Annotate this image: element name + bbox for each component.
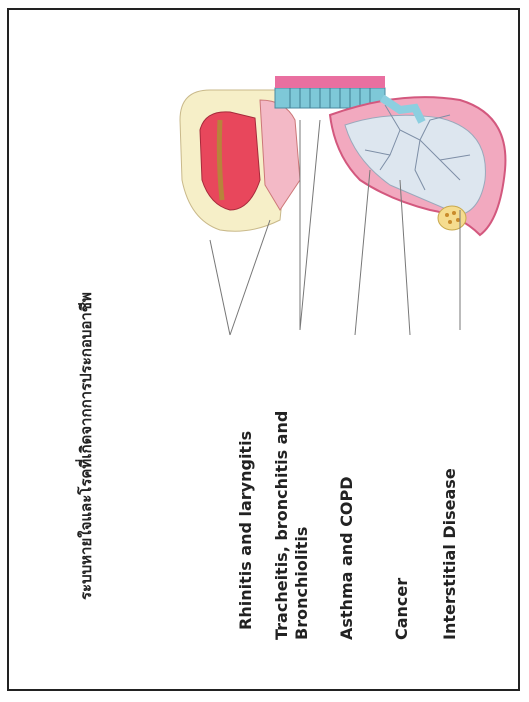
label-cancer: Cancer <box>392 578 411 640</box>
label-asthma: Asthma and COPD <box>337 476 356 640</box>
esophagus <box>275 76 385 88</box>
slide-title: ระบบหายใจและโรคที่เกิดจากการประกอบอาชีพ <box>74 292 98 600</box>
tumor <box>438 206 466 230</box>
nasal-cavity <box>200 112 260 210</box>
label-interstitial: Interstitial Disease <box>440 468 459 640</box>
label-bronchiolitis: Bronchiolitis <box>292 527 311 640</box>
label-rhinitis: Rhinitis and laryngitis <box>236 431 255 630</box>
respiratory-diagram <box>160 60 520 340</box>
label-tracheitis: Tracheitis, bronchitis and <box>272 411 291 640</box>
palate <box>219 120 222 200</box>
